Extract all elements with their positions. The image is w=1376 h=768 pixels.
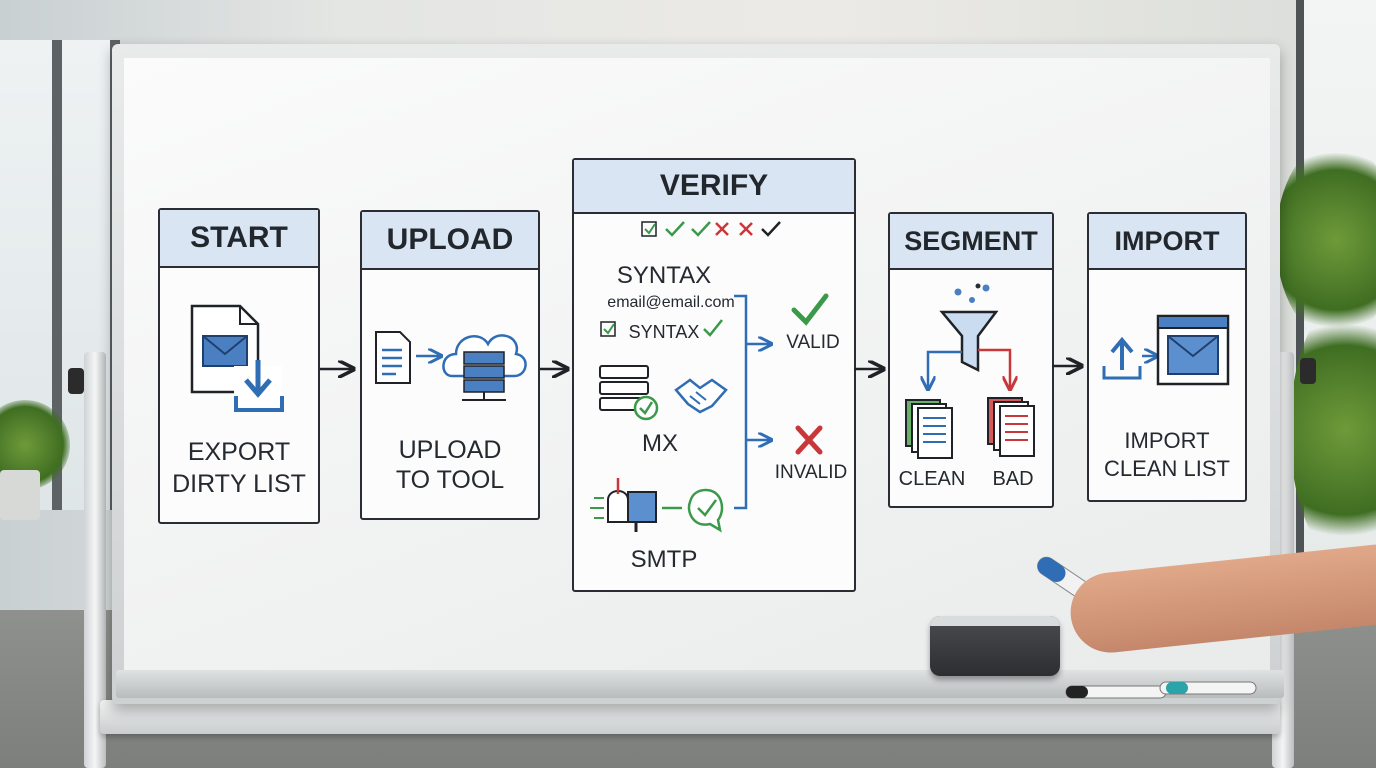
- step-verify-title: VERIFY: [574, 160, 854, 214]
- step-segment-card: SEGMENT CLEAN BAD: [888, 212, 1054, 508]
- segment-clean-label: CLEAN: [898, 468, 966, 490]
- clean-documents-icon: [905, 399, 953, 459]
- server-stack-icon: [599, 365, 659, 421]
- verify-branch-lines: [734, 294, 770, 510]
- browser-envelope-icon: [1156, 314, 1230, 386]
- verify-example-email: email@email.com: [607, 294, 735, 311]
- verify-mx-label: MX: [642, 430, 678, 457]
- syntax-check-icons: [600, 319, 723, 337]
- step-upload-caption-line1: UPLOAD: [398, 436, 502, 464]
- step-start-caption-line2: DIRTY LIST: [172, 470, 306, 498]
- funnel-icon: [928, 283, 1010, 389]
- verify-smtp-label: SMTP: [630, 546, 698, 573]
- bad-documents-icon: [987, 397, 1035, 457]
- handshake-icon: [674, 378, 728, 414]
- stand-crossbar: [100, 700, 1280, 734]
- step-import-caption-line2: CLEAN LIST: [1104, 456, 1230, 481]
- step-import-title: IMPORT: [1089, 214, 1245, 270]
- verify-syntax-heading: SYNTAX: [616, 262, 712, 289]
- step-segment-title: SEGMENT: [890, 214, 1052, 270]
- left-knob[interactable]: [68, 368, 84, 394]
- whiteboard-eraser[interactable]: [930, 616, 1060, 676]
- step-start-title: START: [160, 210, 318, 268]
- right-plant-bottom: [1290, 300, 1376, 560]
- step-start-caption-line1: EXPORT: [187, 438, 291, 466]
- left-window-mullion: [52, 40, 62, 510]
- step-import-caption-line1: IMPORT: [1124, 428, 1210, 453]
- verify-invalid-label: INVALID: [774, 462, 848, 483]
- cloud-server-icon: [442, 334, 527, 401]
- envelope-download-icon: [190, 304, 284, 412]
- step-upload-caption-line2: TO TOOL: [395, 466, 505, 494]
- check-icon: [791, 293, 829, 326]
- verify-valid-label: VALID: [786, 332, 840, 353]
- segment-bad-label: BAD: [992, 468, 1034, 490]
- tray-markers: [1065, 681, 1257, 699]
- left-plant-pot: [0, 470, 40, 520]
- verify-check-row: [641, 221, 781, 237]
- right-knob[interactable]: [1300, 358, 1316, 384]
- mailbox-icon: [590, 478, 657, 532]
- verify-syntax-check-label: SYNTAX: [628, 322, 700, 342]
- stand-left-leg: [84, 352, 106, 768]
- step-upload-title: UPLOAD: [362, 212, 538, 270]
- smtp-success-icon: [687, 488, 724, 533]
- upload-arrow-icon: [1102, 336, 1142, 380]
- cross-icon: [795, 425, 823, 455]
- document-icon: [375, 331, 411, 384]
